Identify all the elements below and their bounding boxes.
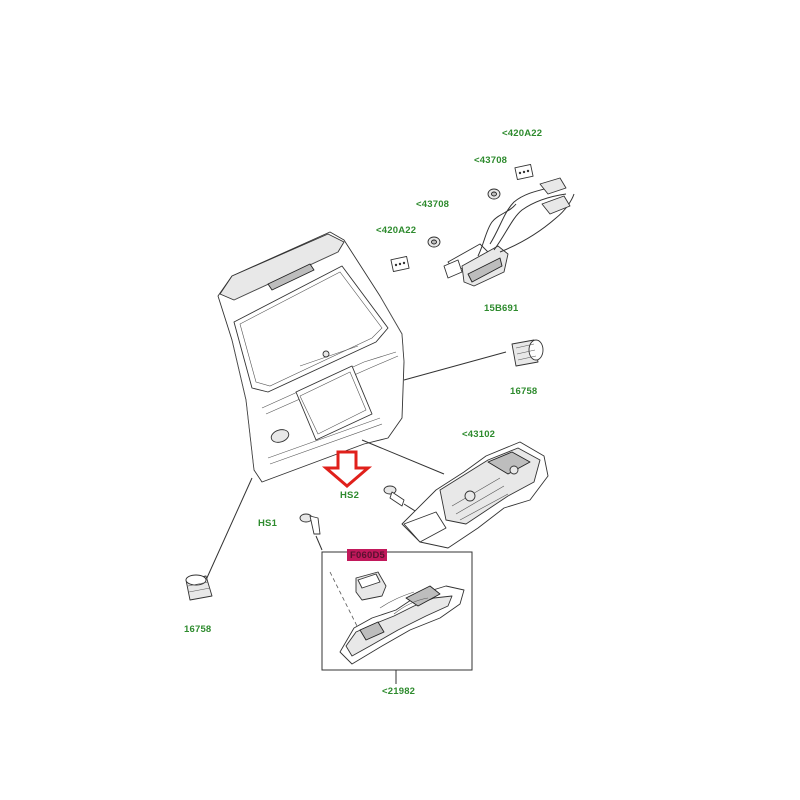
screw-hs1-part [299,513,321,535]
label-grommet-left: <43708 [416,199,449,210]
label-latch-actuator: <43102 [462,429,495,440]
label-connector-clip-right: <420A22 [502,128,542,139]
connector-clip-left-part [390,256,410,272]
label-bump-stop-right: 16758 [510,386,537,397]
label-grommet-right: <43708 [474,155,507,166]
latch-actuator-part [401,441,549,549]
bump-stop-left-part [185,574,213,601]
label-bump-stop-left: 16758 [184,624,211,635]
label-screw-hs1: HS1 [258,518,278,529]
camera-harness-part [443,177,575,287]
screw-hs2-part [383,485,405,507]
label-screw-hs2: HS2 [340,490,359,501]
connector-clip-right-part [514,164,534,180]
highlight-arrow [321,450,373,488]
grommet-right-part [487,188,501,200]
label-camera-harness: 15B691 [484,303,519,314]
label-handle-assembly: <21982 [382,686,415,697]
highlight-box [347,549,387,561]
label-highlighted-part: F060D5 [350,550,386,561]
handle-assembly-group [321,551,473,684]
grommet-left-part [427,236,441,248]
bump-stop-right-part [511,339,544,367]
label-connector-clip-left: <420A22 [376,225,416,236]
leader-lines [205,351,507,581]
tailgate-panel [217,231,405,483]
